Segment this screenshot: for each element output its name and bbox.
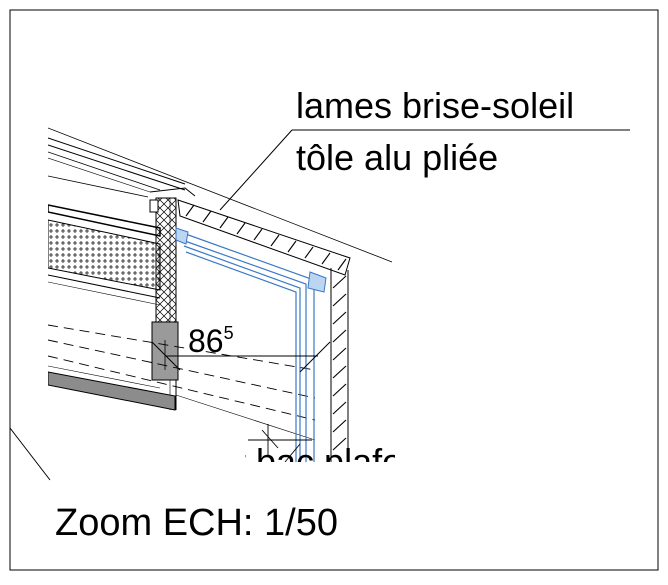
detail-view <box>48 127 393 462</box>
partial-label-clip: t bac plafond <box>236 441 442 482</box>
wall-section <box>155 197 177 327</box>
label-partial: t bac plafond <box>236 441 442 482</box>
dimension-superscript: 5 <box>224 323 234 343</box>
label-tole-alu: tôle alu pliée <box>296 137 498 178</box>
brise-soleil-band <box>177 199 351 276</box>
label-lames-brise-soleil: lames brise-soleil <box>296 85 574 126</box>
zoom-leader <box>9 427 51 481</box>
dimension-label: 865 <box>188 323 234 359</box>
zoom-scale-label: Zoom ECH: 1/50 <box>55 502 338 544</box>
frame-border <box>9 9 659 571</box>
label-leader <box>219 129 293 211</box>
dimension-value: 86 <box>188 323 224 359</box>
